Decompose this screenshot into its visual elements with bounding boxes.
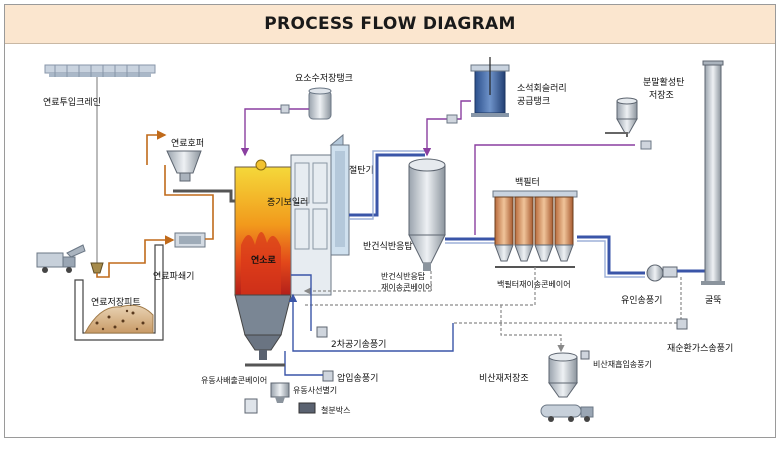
carbon-line (474, 144, 635, 235)
label-lime-slurry-1: 소석회슬러리 (517, 83, 567, 94)
diagram-frame: PROCESS FLOW DIAGRAM (4, 4, 776, 438)
label-bag-filter: 백필터 (515, 176, 540, 188)
recirc-fan (676, 318, 688, 330)
iron-box (298, 402, 316, 414)
carbon-blower (640, 140, 652, 150)
label-bag-filter-conveyor: 백필터재이송콘베이어 (497, 279, 571, 289)
fuel-line-crusher (164, 165, 214, 240)
fuel-crusher (174, 232, 206, 248)
pressure-fan (322, 370, 334, 382)
flue-gas-duct-3 (577, 235, 645, 275)
label-semi-dry-conveyor-2: 재이송콘베이어 (381, 282, 433, 292)
label-induced-fan: 유인송풍기 (621, 295, 662, 306)
label-sand-conveyor: 유동사배출콘베이어 (201, 375, 267, 385)
carbon-screw (605, 132, 628, 137)
hopper-feed-chute (173, 189, 241, 203)
label-activated-carbon-2: 저장조 (649, 90, 674, 101)
label-economizer: 절탄기 (349, 164, 374, 176)
label-sand-separator: 유동사선별기 (293, 385, 337, 395)
label-fly-ash-fan: 비산재흡입송풍기 (593, 359, 652, 369)
semi-dry-reactor (408, 158, 446, 271)
pressure-air-line (288, 293, 454, 352)
flue-gas-duct-3b (577, 240, 645, 278)
flue-gas-duct-1b (349, 150, 425, 220)
bag-return-line (305, 267, 536, 306)
activated-carbon-silo (616, 97, 638, 134)
induced-fan (646, 264, 678, 282)
pressure-fan-line (284, 351, 323, 376)
sand-bag (244, 398, 258, 414)
fuel-line-pit (96, 235, 175, 278)
label-lime-slurry-2: 공급탱크 (517, 96, 550, 107)
label-furnace: 연소로 (251, 255, 277, 266)
lime-pump (446, 114, 458, 124)
sand-separator (270, 382, 290, 403)
truck-icon (36, 244, 86, 273)
page-title: PROCESS FLOW DIAGRAM (264, 14, 516, 34)
economizer (329, 133, 350, 256)
label-activated-carbon-1: 분말활성탄 (643, 76, 684, 88)
stack (701, 60, 725, 285)
steam-boiler (255, 154, 332, 296)
fly-ash-fan (580, 350, 590, 360)
label-semi-dry-conveyor-1: 반건식반응탑 (381, 271, 426, 281)
label-urea-tank: 요소수저장탱크 (295, 73, 353, 84)
reactor-return-line (303, 271, 432, 295)
label-secondary-fan: 2차공기송풍기 (331, 338, 386, 350)
label-pressure-fan: 압입송풍기 (337, 372, 378, 384)
urea-line (240, 108, 309, 157)
process-diagram: 연료투입크레인 연료저장피트 연료파쇄기 (36, 57, 733, 422)
fly-ash-silo (548, 352, 578, 398)
label-stack: 굴뚝 (705, 295, 722, 306)
secondary-air-line (291, 274, 312, 331)
label-fuel-crusher: 연료파쇄기 (153, 271, 194, 282)
label-iron-box: 철분박스 (321, 405, 350, 415)
label-recirc-fan: 재순환가스송풍기 (667, 342, 733, 354)
urea-pump (280, 104, 290, 114)
fly-ash-line (500, 323, 565, 353)
label-semi-dry-reactor: 반건식반응탑 (363, 240, 413, 252)
label-fuel-hopper: 연료호퍼 (171, 138, 204, 149)
label-fuel-crane: 연료투입크레인 (43, 96, 101, 108)
label-steam-boiler: 증기보일러 (267, 197, 308, 208)
bag-filter (492, 190, 578, 268)
fuel-hopper (166, 150, 202, 182)
label-fuel-pit: 연료저장피트 (91, 297, 141, 308)
fuel-line-hopper-in (146, 130, 167, 165)
fuel-pit (74, 244, 164, 341)
secondary-fan (316, 326, 328, 338)
tanker-truck-icon (540, 404, 594, 422)
flue-gas-duct-1 (349, 153, 425, 217)
lime-line (422, 100, 471, 157)
fuel-crane (44, 64, 156, 274)
urea-tank (308, 87, 332, 120)
label-fly-ash-silo: 비산재저장조 (479, 373, 529, 384)
title-bar: PROCESS FLOW DIAGRAM (5, 5, 775, 44)
lime-slurry-tank (470, 57, 510, 117)
